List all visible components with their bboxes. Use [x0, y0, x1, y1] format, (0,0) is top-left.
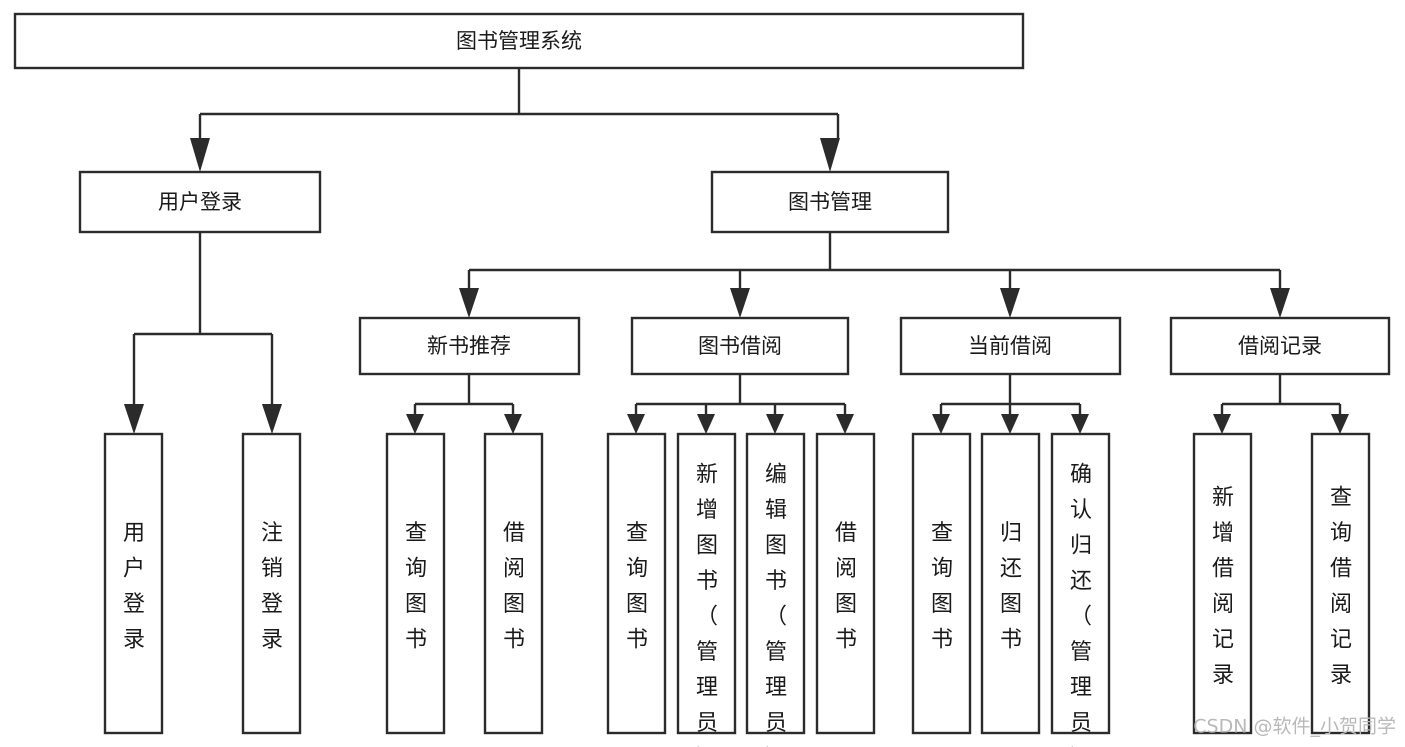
node-records[interactable]: 借阅记录: [1169, 316, 1391, 376]
node-leaf-13-box[interactable]: [1310, 432, 1371, 735]
arrow-to-leaf-11: [1071, 414, 1089, 434]
arrow-to-leaf-12: [1213, 414, 1231, 434]
node-leaf-12-box[interactable]: [1192, 432, 1253, 735]
node-leaf-3-box[interactable]: [385, 432, 446, 735]
node-leaf-2-label: 注销登录: [261, 521, 283, 653]
node-leaf-1[interactable]: 用户登录: [103, 432, 164, 735]
node-leaf-4[interactable]: 借阅图书: [483, 432, 544, 735]
node-login-label: 用户登录: [158, 190, 242, 214]
arrow-to-current: [1000, 288, 1020, 318]
connector-layer: [124, 68, 1349, 434]
node-leaf-7[interactable]: 编辑图书（管理员）: [745, 432, 806, 747]
node-leaf-5[interactable]: 查询图书: [606, 432, 667, 735]
node-leaf-8[interactable]: 借阅图书: [815, 432, 876, 735]
node-leaf-1-box[interactable]: [103, 432, 164, 735]
arrow-to-newbook: [459, 288, 479, 318]
node-borrow[interactable]: 图书借阅: [630, 316, 850, 376]
arrow-to-leaf-8: [836, 414, 854, 434]
node-current-box[interactable]: [899, 316, 1122, 376]
node-root[interactable]: 图书管理系统: [13, 12, 1025, 70]
connector-login-to-bus: [132, 232, 274, 404]
node-leaf-11[interactable]: 确认归还（管理员）: [1050, 432, 1111, 747]
arrow-to-leaf-9: [932, 414, 950, 434]
node-leaf-8-box[interactable]: [815, 432, 876, 735]
node-records-label: 借阅记录: [1238, 334, 1322, 358]
arrow-to-leaf-10: [1001, 414, 1019, 434]
connector-records-to-bus: [1220, 374, 1342, 418]
node-leaf-5-label: 查询图书: [626, 521, 648, 653]
node-leaf-9[interactable]: 查询图书: [911, 432, 972, 735]
arrow-to-leaf-7: [766, 414, 784, 434]
node-leaf-10[interactable]: 归还图书: [980, 432, 1041, 735]
node-leaf-5-box[interactable]: [606, 432, 667, 735]
node-records-box[interactable]: [1169, 316, 1391, 376]
watermark: CSDN @软件_小贺同学: [1193, 716, 1396, 738]
node-leaf-9-box[interactable]: [911, 432, 972, 735]
node-root-box[interactable]: [13, 12, 1025, 70]
node-current[interactable]: 当前借阅: [899, 316, 1122, 376]
node-leaf-9-label: 查询图书: [931, 521, 953, 653]
node-login[interactable]: 用户登录: [78, 170, 322, 234]
connector-current-to-bus: [939, 374, 1082, 418]
node-leaf-12-label: 新增借阅记录: [1212, 486, 1234, 689]
arrow-to-borrow: [730, 288, 750, 318]
node-leaf-2[interactable]: 注销登录: [241, 432, 302, 735]
node-leaf-2-box[interactable]: [241, 432, 302, 735]
arrow-to-bookmgmt: [820, 138, 840, 172]
node-bookmgmt-box[interactable]: [710, 170, 950, 234]
connector-borrow-to-bus: [634, 374, 847, 418]
node-leaf-3[interactable]: 查询图书: [385, 432, 446, 735]
node-leaf-10-label: 归还图书: [1000, 521, 1022, 653]
node-leaf-6[interactable]: 新增图书（管理员）: [676, 432, 737, 747]
node-leaf-7-label: 编辑图书（管理员）: [765, 463, 787, 747]
node-leaf-1-label: 用户登录: [123, 521, 145, 653]
node-borrow-box[interactable]: [630, 316, 850, 376]
node-leaf-13[interactable]: 查询借阅记录: [1310, 432, 1371, 735]
arrow-to-leaf-3: [406, 414, 424, 434]
node-leaf-3-label: 查询图书: [405, 521, 427, 653]
node-leaf-10-box[interactable]: [980, 432, 1041, 735]
arrow-to-leaf-5: [627, 414, 645, 434]
node-leaf-6-label: 新增图书（管理员）: [696, 463, 718, 747]
leaf-layer: 用户登录 注销登录 查询图书 借阅图书 查询图书 新增图书（管理员）: [103, 432, 1371, 747]
node-current-label: 当前借阅: [968, 334, 1052, 358]
node-bookmgmt-label: 图书管理: [788, 190, 872, 214]
arrow-to-leaf-1: [124, 404, 144, 434]
arrow-to-leaf-6: [697, 414, 715, 434]
node-bookmgmt[interactable]: 图书管理: [710, 170, 950, 234]
arrow-to-login: [190, 138, 210, 172]
node-borrow-label: 图书借阅: [698, 334, 782, 358]
connector-root-to-bus: [198, 68, 840, 138]
node-newbook[interactable]: 新书推荐: [358, 316, 581, 376]
node-leaf-13-label: 查询借阅记录: [1330, 486, 1352, 689]
node-newbook-box[interactable]: [358, 316, 581, 376]
arrow-to-leaf-2: [262, 404, 282, 434]
node-root-label: 图书管理系统: [456, 29, 582, 53]
node-login-box[interactable]: [78, 170, 322, 234]
connector-bookmgmt-to-bus: [467, 232, 1282, 290]
arrow-to-records: [1270, 288, 1290, 318]
node-leaf-4-box[interactable]: [483, 432, 544, 735]
node-leaf-11-label: 确认归还（管理员）: [1070, 463, 1092, 747]
arrow-to-leaf-4: [504, 414, 522, 434]
node-leaf-11-box[interactable]: [1050, 432, 1111, 735]
connector-newbook-to-bus: [413, 374, 515, 418]
node-leaf-7-box[interactable]: [745, 432, 806, 735]
node-newbook-label: 新书推荐: [427, 334, 511, 358]
node-leaf-8-label: 借阅图书: [835, 521, 857, 653]
node-leaf-4-label: 借阅图书: [503, 521, 525, 653]
arrow-to-leaf-13: [1331, 414, 1349, 434]
node-leaf-6-box[interactable]: [676, 432, 737, 735]
node-leaf-12[interactable]: 新增借阅记录: [1192, 432, 1253, 735]
